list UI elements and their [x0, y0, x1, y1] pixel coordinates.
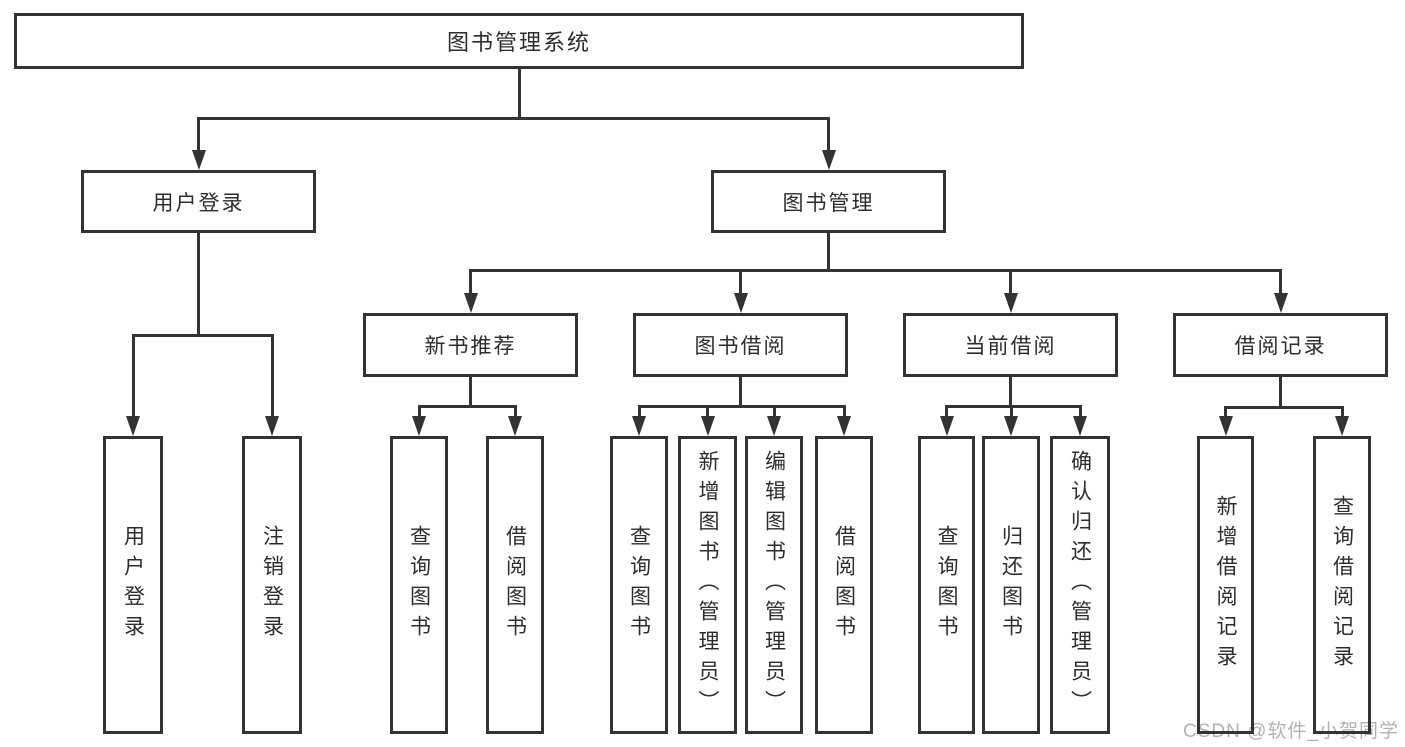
- connector-bus-book-borrow: [637, 404, 846, 408]
- node-br-add-record: 新增借阅记录: [1197, 436, 1254, 734]
- arrowhead-into-cb-return-book: [1004, 416, 1018, 436]
- connector-stem-root: [517, 69, 521, 118]
- node-label-current-borrow: 当前借阅: [964, 335, 1057, 358]
- connector-drop-br-add-record: [1224, 407, 1227, 416]
- node-new-book-rec: 新书推荐: [363, 313, 578, 377]
- node-borrow-records: 借阅记录: [1173, 313, 1388, 377]
- connector-drop-rec-query-book: [417, 406, 421, 416]
- node-label-user-login-leaf: 用户登录: [121, 525, 145, 645]
- node-label-logout-leaf: 注销登录: [260, 525, 284, 645]
- node-cb-query-book: 查询图书: [918, 436, 975, 734]
- arrowhead-into-bb-borrow-book: [837, 416, 851, 436]
- node-label-br-add-record: 新增借阅记录: [1214, 495, 1237, 675]
- arrowhead-into-cb-confirm-return: [1073, 416, 1087, 436]
- node-cb-return-book: 归还图书: [982, 436, 1040, 734]
- node-label-cb-return-book: 归还图书: [999, 525, 1023, 645]
- arrowhead-into-cb-query-book: [939, 416, 954, 436]
- connector-bus-current-borrow: [945, 404, 1082, 408]
- arrowhead-into-current-borrow: [1003, 293, 1018, 313]
- arrowhead-into-bb-query-book: [632, 416, 646, 436]
- node-bb-borrow-book: 借阅图书: [815, 436, 873, 734]
- arrowhead-into-new-book-rec: [463, 293, 478, 313]
- node-current-borrow: 当前借阅: [903, 313, 1118, 377]
- connector-drop-cb-confirm-return: [1078, 406, 1082, 416]
- connector-bus-user-login: [131, 333, 274, 337]
- connector-stem-book-mgmt: [827, 233, 830, 270]
- connector-drop-user-login-leaf: [131, 335, 135, 416]
- connector-drop-user-login: [197, 118, 200, 150]
- node-bb-edit-book: 编辑图书（管理员）: [745, 436, 803, 734]
- connector-bus-new-book-rec: [417, 404, 517, 408]
- connector-drop-cb-return-book: [1009, 406, 1013, 416]
- arrowhead-into-br-query-record: [1335, 416, 1349, 436]
- node-book-mgmt: 图书管理: [711, 170, 946, 233]
- connector-bus-borrow-records: [1224, 405, 1344, 409]
- node-label-rec-borrow-book: 借阅图书: [503, 525, 527, 645]
- arrowhead-into-logout-leaf: [265, 416, 279, 436]
- arrowhead-into-book-borrow: [733, 293, 748, 313]
- node-label-root: 图书管理系统: [446, 30, 591, 55]
- node-label-rec-query-book: 查询图书: [407, 525, 431, 645]
- node-root: 图书管理系统: [14, 13, 1024, 69]
- arrowhead-into-user-login-leaf: [126, 416, 140, 436]
- node-logout-leaf: 注销登录: [242, 436, 302, 734]
- arrowhead-into-borrow-records: [1273, 293, 1288, 313]
- node-label-book-mgmt: 图书管理: [782, 191, 875, 215]
- node-label-borrow-records: 借阅记录: [1234, 335, 1327, 358]
- connector-drop-new-book-rec: [469, 270, 472, 293]
- arrowhead-into-user-login: [191, 150, 206, 170]
- connector-drop-current-borrow: [1009, 270, 1012, 293]
- node-user-login-leaf: 用户登录: [103, 436, 163, 734]
- arrowhead-into-rec-query-book: [412, 416, 426, 436]
- connector-stem-borrow-records: [1279, 377, 1282, 407]
- node-bb-query-book: 查询图书: [610, 436, 668, 734]
- connector-stem-new-book-rec: [469, 377, 472, 406]
- node-label-br-query-record: 查询借阅记录: [1330, 495, 1354, 675]
- node-bb-add-book: 新增图书（管理员）: [678, 436, 737, 734]
- connector-stem-book-borrow: [739, 377, 742, 406]
- node-label-cb-confirm-return: 确认归还（管理员）: [1068, 450, 1092, 720]
- node-label-bb-borrow-book: 借阅图书: [832, 525, 856, 645]
- node-label-bb-edit-book: 编辑图书（管理员）: [762, 450, 786, 720]
- node-label-bb-add-book: 新增图书（管理员）: [696, 450, 719, 720]
- node-user-login: 用户登录: [81, 170, 316, 233]
- connector-drop-br-query-record: [1340, 407, 1344, 416]
- connector-drop-rec-borrow-book: [513, 406, 517, 416]
- node-cb-confirm-return: 确认归还（管理员）: [1050, 436, 1110, 734]
- connector-stem-user-login: [197, 233, 200, 335]
- node-rec-borrow-book: 借阅图书: [486, 436, 544, 734]
- arrowhead-into-br-add-record: [1218, 416, 1233, 436]
- connector-drop-book-mgmt: [827, 118, 830, 150]
- csdn-watermark: CSDN @软件_小贺同学: [1183, 721, 1399, 742]
- node-label-new-book-rec: 新书推荐: [424, 335, 517, 358]
- connector-drop-cb-query-book: [945, 406, 948, 416]
- connector-bus-root: [197, 116, 830, 120]
- arrowhead-into-rec-borrow-book: [508, 416, 522, 436]
- connector-bus-book-mgmt: [469, 268, 1282, 272]
- node-rec-query-book: 查询图书: [390, 436, 448, 734]
- connector-drop-bb-query-book: [637, 406, 641, 416]
- arrowhead-into-bb-add-book: [700, 416, 715, 436]
- node-br-query-record: 查询借阅记录: [1313, 436, 1371, 734]
- connector-drop-book-borrow: [739, 270, 742, 293]
- connector-drop-bb-add-book: [706, 406, 709, 416]
- node-label-user-login: 用户登录: [152, 191, 245, 215]
- node-book-borrow: 图书借阅: [633, 313, 848, 377]
- connector-drop-logout-leaf: [270, 335, 274, 416]
- connector-drop-borrow-records: [1279, 270, 1282, 293]
- node-label-book-borrow: 图书借阅: [694, 335, 787, 358]
- connector-drop-bb-edit-book: [772, 406, 776, 416]
- node-label-bb-query-book: 查询图书: [627, 525, 651, 645]
- connector-drop-bb-borrow-book: [842, 406, 846, 416]
- arrowhead-into-bb-edit-book: [767, 416, 781, 436]
- arrowhead-into-book-mgmt: [821, 150, 836, 170]
- connector-stem-current-borrow: [1009, 377, 1012, 406]
- node-label-cb-query-book: 查询图书: [935, 525, 958, 645]
